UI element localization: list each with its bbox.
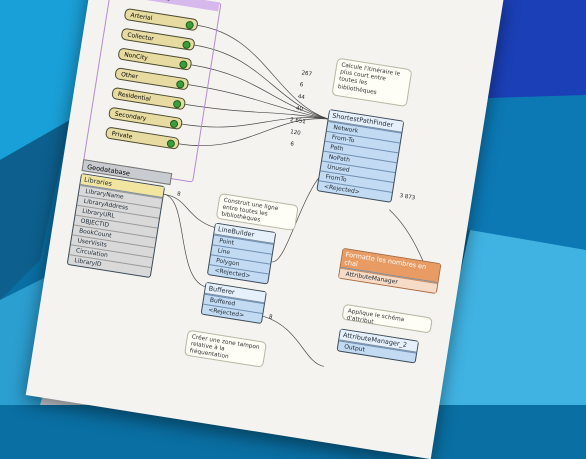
status-icon bbox=[172, 99, 182, 109]
line-builder-node[interactable]: LineBuilder Point Line Polygon <Rejected… bbox=[206, 222, 277, 285]
count-label: 6 bbox=[299, 82, 304, 89]
status-icon bbox=[169, 119, 179, 129]
status-icon bbox=[166, 139, 176, 149]
feature-label: Private bbox=[111, 130, 133, 141]
shortest-path-finder-node[interactable]: ShortestPathFinder Network From-To Path … bbox=[316, 108, 405, 203]
count-label: 44 bbox=[297, 93, 306, 101]
feature-label: Collector bbox=[126, 31, 155, 43]
feature-label: Arterial bbox=[129, 11, 153, 23]
status-icon bbox=[185, 20, 195, 30]
count-label: 8 bbox=[176, 191, 181, 198]
feature-label: Residential bbox=[117, 90, 152, 103]
feature-label: Other bbox=[120, 71, 139, 81]
status-icon bbox=[175, 79, 185, 89]
count-label: 6 bbox=[289, 141, 295, 148]
libraries-reader-node[interactable]: Libraries LibraryName LibraryAddress Lib… bbox=[66, 172, 166, 279]
count-label: 40 bbox=[295, 105, 304, 113]
status-icon bbox=[181, 40, 192, 50]
workspace-canvas[interactable]: de toutes Autoclub Arterial Collector No… bbox=[25, 0, 505, 459]
status-icon bbox=[178, 60, 188, 70]
connection-lines bbox=[163, 25, 433, 367]
feature-label: Secondary bbox=[114, 110, 147, 123]
feature-label: NonCity bbox=[123, 51, 149, 62]
count-label: 8 bbox=[268, 314, 273, 321]
